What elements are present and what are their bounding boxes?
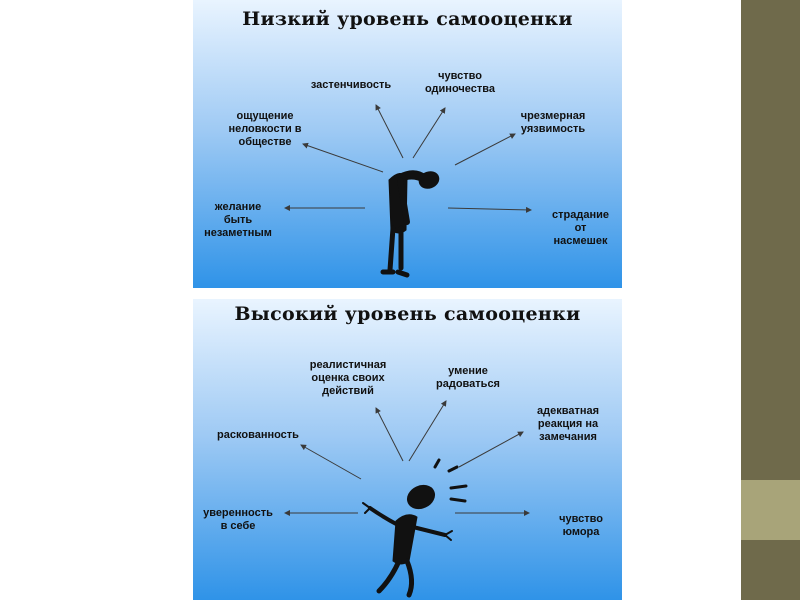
high-panel-title: Высокий уровень самооценки bbox=[234, 303, 581, 325]
low-label-mockery: страдание от насмешек bbox=[552, 209, 609, 247]
high-label-ease: раскованность bbox=[217, 429, 299, 441]
arrow-to-vulnerability bbox=[454, 133, 516, 166]
arrow-to-shyness bbox=[375, 104, 404, 159]
low-label-loneliness: чувство одиночества bbox=[424, 70, 495, 95]
side-decoration-accent bbox=[741, 480, 800, 540]
high-label-adequate: адекватная реакция на замечания bbox=[536, 405, 600, 443]
high-label-humor: чувство юмора bbox=[559, 513, 603, 538]
cheerful-figure-icon bbox=[362, 458, 468, 598]
low-label-shyness: застенчивость bbox=[310, 79, 392, 91]
arrow-to-awkwardness bbox=[302, 142, 384, 173]
low-panel-title: Низкий уровень самооценки bbox=[242, 8, 573, 30]
arrow-to-loneliness bbox=[412, 107, 446, 159]
arrow-to-realistic bbox=[375, 407, 404, 462]
high-self-esteem-panel: Высокий уровень самооценки bbox=[193, 299, 622, 600]
slouching-figure-icon bbox=[380, 170, 440, 278]
arrow-to-adequate bbox=[458, 431, 524, 468]
arrow-to-ease bbox=[300, 444, 362, 480]
low-label-vulnerability: чрезмерная уязвимость bbox=[520, 110, 586, 135]
low-label-invisible: желание быть незаметным bbox=[204, 201, 272, 239]
low-label-awkwardness: ощущение неловкости в обществе bbox=[228, 110, 302, 148]
low-self-esteem-panel: Низкий уровень самооценки застенчи bbox=[193, 0, 622, 288]
arrow-to-joy bbox=[408, 400, 447, 462]
high-arrows bbox=[284, 400, 530, 598]
high-label-joy: умение радоваться bbox=[436, 365, 500, 390]
low-arrows bbox=[284, 104, 532, 278]
arrow-to-mockery bbox=[447, 206, 532, 213]
high-label-realistic: реалистичная оценка своих действий bbox=[309, 359, 387, 397]
high-label-confidence: уверенность в себе bbox=[203, 507, 273, 532]
